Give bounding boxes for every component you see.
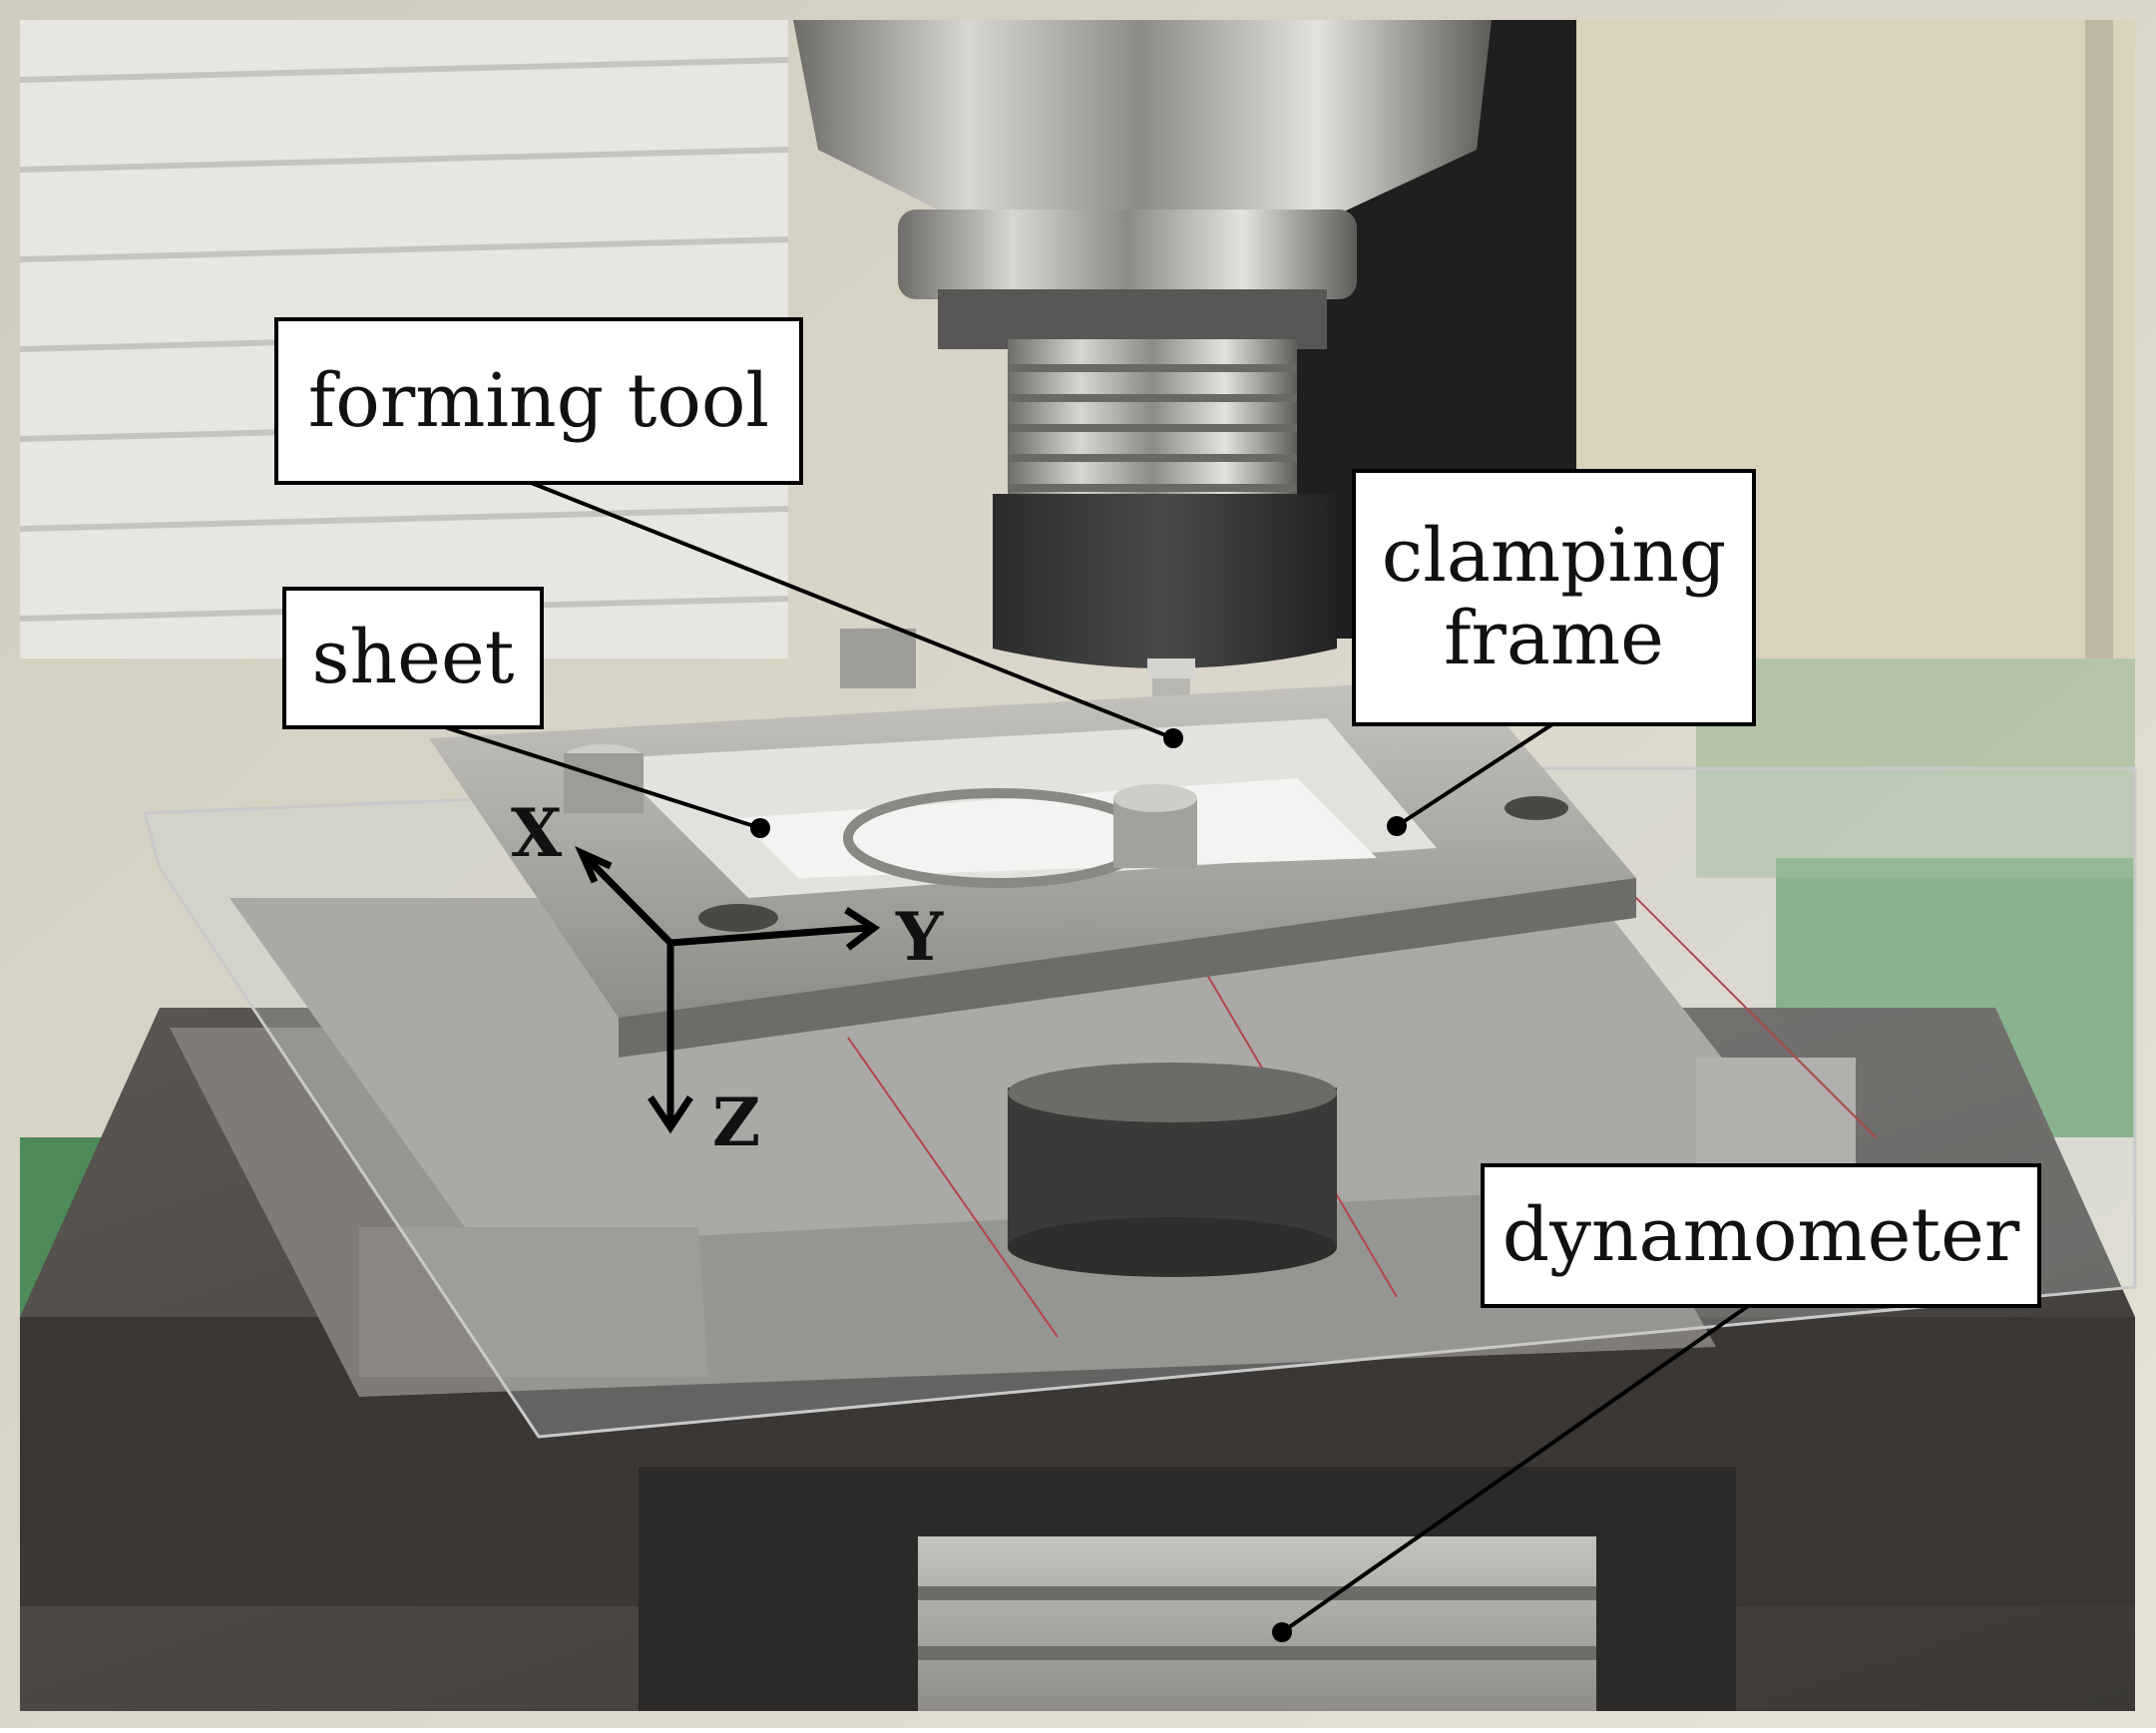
leader-lines	[438, 480, 1750, 1642]
dynamometer-label: dynamometer	[1481, 1163, 2041, 1308]
clamping-frame-label: clamping frame	[1352, 469, 1756, 726]
dynamometer-text: dynamometer	[1502, 1192, 2020, 1279]
forming-tool-label: forming tool	[274, 317, 803, 485]
axis-x-label: X	[511, 794, 563, 872]
axis-z-label: Z	[712, 1083, 760, 1161]
clamping-frame-text-line1: clamping	[1381, 513, 1727, 600]
dynamometer-block	[639, 1467, 1736, 1711]
coordinate-axes: X Y Z	[511, 794, 944, 1161]
forming-tool-text: forming tool	[307, 357, 770, 444]
sheet-label: sheet	[282, 587, 544, 729]
spindle	[793, 20, 1492, 818]
clamping-frame-text-line2: frame	[1444, 596, 1664, 681]
sheet-text: sheet	[311, 615, 515, 701]
axis-y-label: Y	[895, 898, 944, 976]
clamping-frame	[429, 626, 1636, 1058]
support-cylinder	[1008, 1063, 1337, 1277]
